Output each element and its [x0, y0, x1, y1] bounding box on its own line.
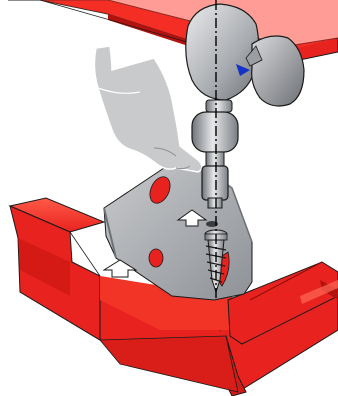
hand-icon — [94, 46, 202, 172]
bracket — [104, 160, 252, 300]
